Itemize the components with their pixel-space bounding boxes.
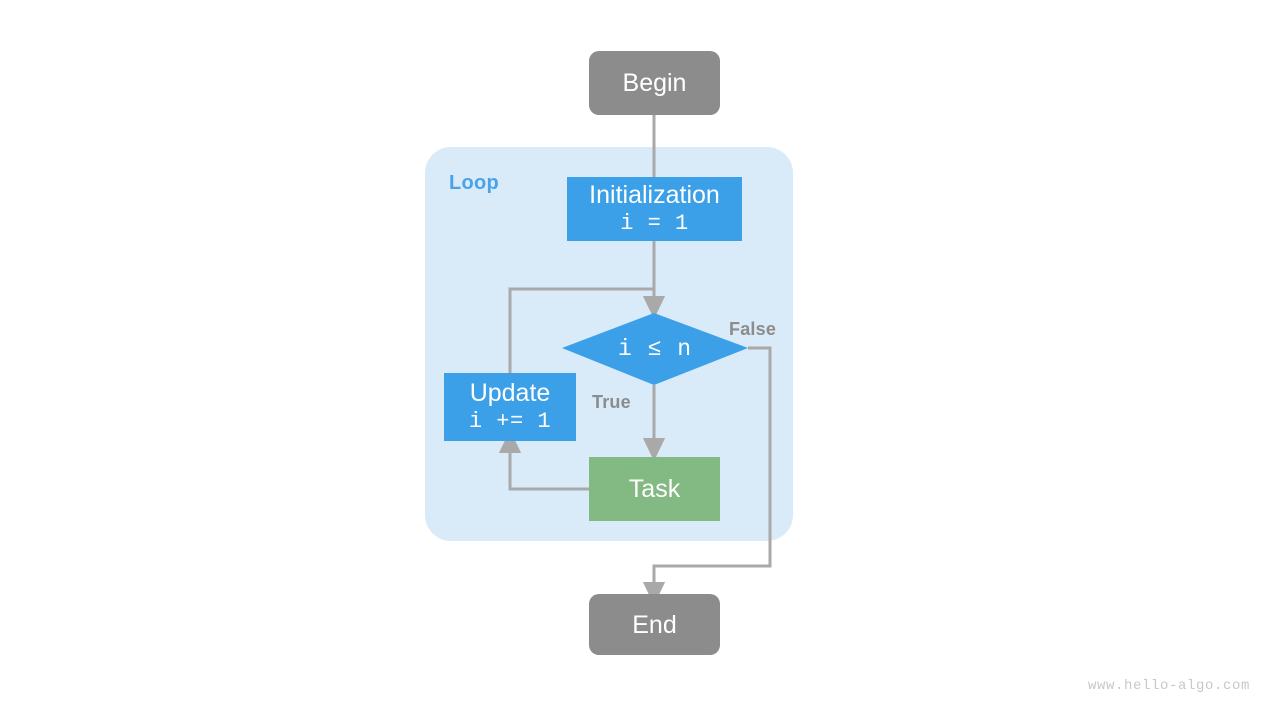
node-end[interactable]: End [589,594,720,655]
node-initialization[interactable]: Initialization i = 1 [567,177,742,241]
node-begin[interactable]: Begin [589,51,720,115]
node-task-label: Task [628,475,681,503]
condition-diamond-shape [562,313,748,385]
edge-task-to-update [498,429,589,491]
loop-container-label: Loop [449,172,500,194]
edge-update-to-condition [508,287,654,373]
node-begin-label: Begin [622,69,687,97]
node-update-label: Update [469,379,551,408]
node-end-label: End [632,610,677,639]
edge-label-true: True [592,392,631,412]
edge-condition-false-to-end [642,346,772,606]
watermark: www.hello-algo.com [1087,678,1250,694]
edge-label-false: False [729,319,777,339]
node-task[interactable]: Task [589,457,720,521]
node-initialization-code: i = 1 [620,211,689,237]
node-update-code: i += 1 [468,409,552,435]
node-update[interactable]: Update i += 1 [444,373,576,441]
node-initialization-label: Initialization [589,181,720,210]
